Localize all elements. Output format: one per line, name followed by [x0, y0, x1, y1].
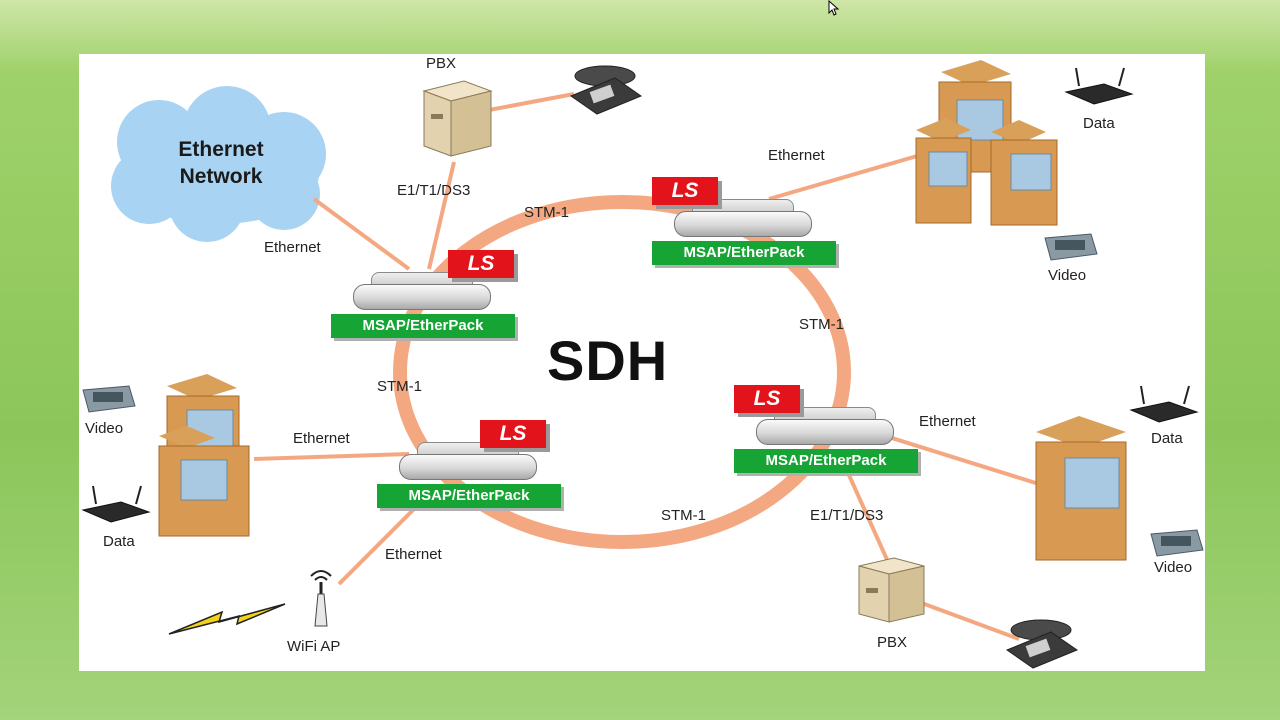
link-label: E1/T1/DS3: [810, 507, 884, 524]
link-cloud-node: [312, 197, 411, 271]
brand-badge: LS: [652, 177, 718, 205]
link-label: Ethernet: [919, 413, 976, 430]
link-label: Ethernet: [264, 239, 321, 256]
unit-body: [756, 419, 894, 445]
pbx-label: PBX: [426, 55, 457, 72]
link-pbx-phone: [488, 92, 575, 112]
link-label: Ethernet: [768, 147, 825, 164]
video-label: Video: [1048, 267, 1087, 284]
link-label: STM-1: [524, 204, 569, 221]
unit-body: [399, 454, 537, 480]
link-pbx-phone-bottom: [918, 600, 1020, 641]
brand-badge: LS: [480, 420, 546, 448]
data-label: Data: [103, 533, 135, 550]
data-label: Data: [1151, 430, 1183, 447]
node-bottom-left: LS MSAP/EtherPack: [377, 420, 567, 514]
link-label: STM-1: [377, 378, 422, 395]
building-icon: [915, 60, 1058, 226]
telephone-icon: [569, 65, 643, 115]
brand-badge: LS: [734, 385, 800, 413]
mouse-pointer-icon: [828, 0, 840, 16]
building-icon: [158, 374, 250, 537]
lightning-icon: [168, 603, 286, 635]
wifi-antenna-icon: [310, 570, 332, 627]
video-device-icon: [1150, 529, 1204, 557]
telephone-icon: [1005, 619, 1079, 669]
link-node-wifi: [337, 502, 421, 586]
link-node-building-right: [878, 432, 1040, 486]
link-label: Ethernet: [293, 430, 350, 447]
link-node-building-tr: [768, 152, 925, 201]
node-top-right: LS MSAP/EtherPack: [652, 177, 842, 271]
node-label: MSAP/EtherPack: [377, 484, 561, 508]
ring-label: SDH: [547, 329, 669, 392]
video-label: Video: [85, 420, 124, 437]
router-icon: [81, 485, 151, 523]
brand-badge: LS: [448, 250, 514, 278]
link-label: STM-1: [661, 507, 706, 524]
node-bottom-right: LS MSAP/EtherPack: [734, 385, 924, 479]
link-label: STM-1: [799, 316, 844, 333]
video-device-icon: [82, 385, 136, 413]
pbx-server-icon: [422, 80, 493, 157]
node-label: MSAP/EtherPack: [331, 314, 515, 338]
unit-body: [674, 211, 812, 237]
video-device-icon: [1044, 233, 1098, 261]
pbx-server-icon: [858, 557, 925, 623]
node-top-left: LS MSAP/EtherPack: [331, 250, 521, 344]
node-label: MSAP/EtherPack: [734, 449, 918, 473]
link-node-pbx-bottom: [842, 463, 891, 565]
link-node-building-left: [253, 452, 410, 461]
sdh-ring: [393, 195, 851, 549]
building-icon: [1035, 416, 1127, 561]
wifi-label: WiFi AP: [287, 638, 341, 655]
video-label: Video: [1154, 559, 1193, 576]
unit-body: [353, 284, 491, 310]
cloud-shape: [111, 86, 326, 242]
router-icon: [1064, 67, 1134, 105]
node-label: MSAP/EtherPack: [652, 241, 836, 265]
link-label: Ethernet: [385, 546, 442, 563]
router-icon: [1129, 385, 1199, 423]
link-pbx-node: [427, 161, 456, 270]
network-lines: [111, 86, 1040, 641]
link-label: E1/T1/DS3: [397, 182, 471, 199]
data-label: Data: [1083, 115, 1115, 132]
pbx-label: PBX: [877, 634, 908, 651]
